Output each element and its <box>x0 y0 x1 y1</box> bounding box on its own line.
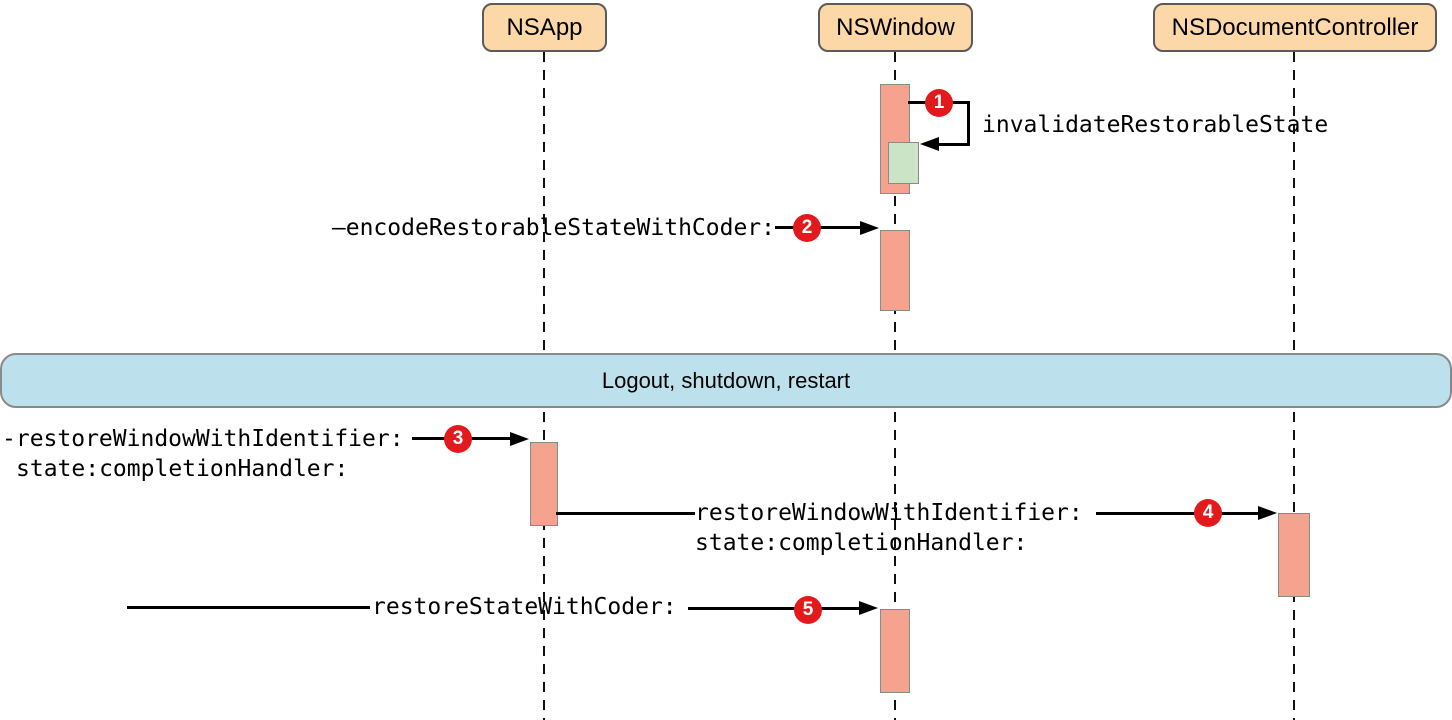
message4-arrowhead-icon <box>1258 506 1277 520</box>
message3-arrowhead-icon <box>510 432 529 446</box>
message5-label: restoreStateWithCoder: <box>372 594 677 620</box>
condition-band-label: Logout, shutdown, restart <box>601 367 851 393</box>
message5-line-left <box>127 606 370 609</box>
message2-label: —encodeRestorableStateWithCoder: <box>331 215 775 241</box>
actor-nsdocumentcontroller-label: NSDocumentController <box>1171 13 1419 41</box>
message1-arrowhead-icon <box>920 137 939 151</box>
message1-number: 1 <box>933 92 945 113</box>
message3-label-line1: -restoreWindowWithIdentifier: <box>2 426 404 452</box>
activation-nsapp <box>530 442 558 526</box>
message2-arrowhead-icon <box>860 221 879 235</box>
actor-nswindow: NSWindow <box>818 3 973 52</box>
message2-badge: 2 <box>793 214 821 242</box>
actor-nsapp: NSApp <box>482 3 607 52</box>
message4-badge: 4 <box>1194 499 1222 527</box>
actor-nsapp-label: NSApp <box>506 13 583 41</box>
message4-label-line2: state:completionHandler: <box>695 530 1028 556</box>
message3-badge: 3 <box>444 425 472 453</box>
message2-number: 2 <box>801 217 813 238</box>
message1-line-down <box>967 101 970 146</box>
activation-nswindow-nested <box>888 142 919 184</box>
actor-nsdocumentcontroller: NSDocumentController <box>1153 3 1437 52</box>
message5-arrowhead-icon <box>859 601 878 615</box>
message3-label-line2: state:completionHandler: <box>16 456 349 482</box>
message1-label: invalidateRestorableState <box>982 112 1329 138</box>
message5-line-right <box>688 607 862 610</box>
message4-number: 4 <box>1202 502 1214 523</box>
message1-line-back <box>932 143 970 146</box>
message4-line-left <box>556 512 695 515</box>
message4-line-right <box>1096 512 1260 515</box>
message4-label-line1: restoreWindowWithIdentifier: <box>695 500 1083 526</box>
activation-nswindow-3 <box>880 609 910 693</box>
activation-nswindow-2 <box>880 230 910 311</box>
message3-number: 3 <box>452 428 464 449</box>
condition-band: Logout, shutdown, restart <box>0 353 1452 408</box>
message5-badge: 5 <box>794 596 822 624</box>
message1-badge: 1 <box>925 89 953 117</box>
message5-number: 5 <box>802 599 814 620</box>
actor-nswindow-label: NSWindow <box>836 13 955 41</box>
activation-nsdocumentcontroller <box>1278 513 1310 597</box>
